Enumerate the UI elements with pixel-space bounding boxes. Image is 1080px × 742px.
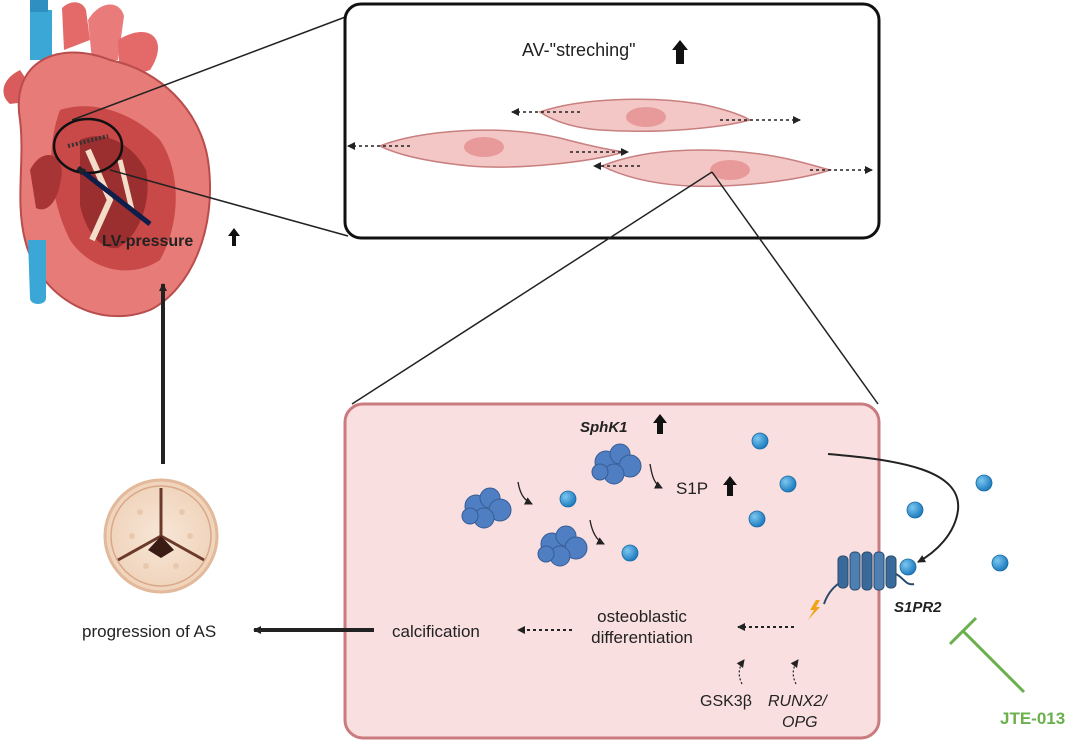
gsk3b-label: GSK3β <box>700 693 752 710</box>
opg-label: OPG <box>782 714 818 731</box>
differentiation-label: differentiation <box>591 628 693 647</box>
s1p-molecule <box>779 475 797 493</box>
s1p-label: S1P <box>676 479 708 498</box>
s1p-to-receptor-arrow <box>827 453 960 563</box>
inhibitor-bar <box>948 616 978 646</box>
osteoblastic-label: osteoblastic <box>597 607 687 626</box>
av-stretching-label: AV-"streching" <box>522 40 636 60</box>
sphk1-protein-2 <box>461 487 512 529</box>
s1p-molecule <box>991 554 1009 572</box>
stretched-cells <box>378 98 833 188</box>
lv-pressure-up-arrow-icon <box>228 228 240 246</box>
runx-arrow <box>790 659 799 685</box>
cell-zoom-line-right <box>711 171 879 405</box>
s1p-up-arrow-icon <box>723 476 737 496</box>
reaction-arrows <box>517 463 663 545</box>
sphk1-label: SphK1 <box>580 419 628 436</box>
activation-bolt-icon <box>808 600 820 620</box>
stenotic-valve-illustration <box>103 478 219 594</box>
s1p-molecule <box>621 544 639 562</box>
sphk1-protein-3 <box>537 525 588 567</box>
calcification-label: calcification <box>392 622 480 641</box>
inhibitor-line <box>960 628 1026 694</box>
s1p-molecule <box>899 558 917 576</box>
heart-illustration <box>3 0 212 318</box>
sphk1-protein-1 <box>591 443 642 485</box>
s1pr2-receptor <box>823 551 915 605</box>
jte013-label: JTE-013 <box>1000 709 1065 728</box>
gsk-arrow <box>736 659 745 685</box>
lv-pressure-label: LV-pressure <box>102 233 193 250</box>
s1p-molecule <box>559 490 577 508</box>
runx2-label: RUNX2/ <box>768 693 828 710</box>
zoom-line-bottom <box>109 169 349 237</box>
zoom-line-top <box>71 15 349 121</box>
s1p-molecule <box>906 501 924 519</box>
sphk1-up-arrow-icon <box>653 414 667 434</box>
stretching-up-arrow-icon <box>672 40 688 64</box>
s1p-molecules <box>559 432 1009 576</box>
s1p-molecule <box>975 474 993 492</box>
cell-zoom-line-left <box>351 171 713 405</box>
s1pr2-label: S1PR2 <box>894 599 942 616</box>
s1p-molecule <box>751 432 769 450</box>
s1p-molecule <box>748 510 766 528</box>
progression-label: progression of AS <box>82 622 216 641</box>
stretch-arrows <box>347 108 873 174</box>
